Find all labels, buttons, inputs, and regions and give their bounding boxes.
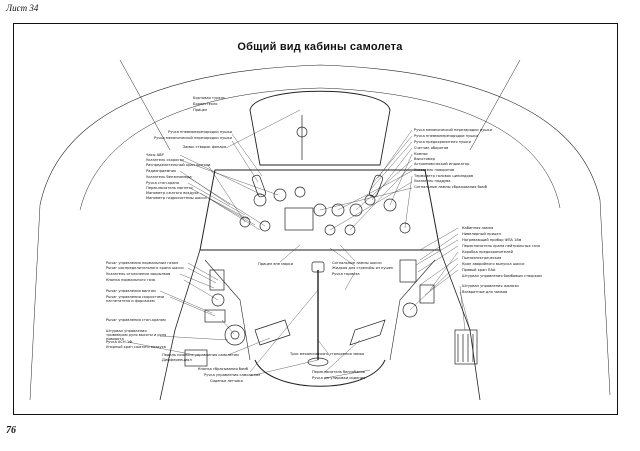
label-right-4: Компас bbox=[414, 152, 428, 156]
leader-lines bbox=[127, 109, 471, 379]
left-console bbox=[184, 269, 246, 367]
diagram-title: Общий вид кабины самолета bbox=[237, 41, 403, 53]
label-center-6: Ручка регулировки сидения bbox=[312, 376, 366, 380]
label-right-10: Сигнальные лампы сбрасывания бомб bbox=[414, 185, 487, 189]
label-top-2: Прицел bbox=[193, 108, 208, 112]
label-right-2: Ручка предохранителя пушки bbox=[414, 140, 471, 144]
label-left-17: Рычаг управления скоростями нагнетателя … bbox=[106, 295, 165, 303]
right-pedal bbox=[349, 319, 386, 346]
label-left-23: Дифференциал bbox=[162, 358, 192, 362]
label-left-19: Штурвал управления триммером руля высоты… bbox=[106, 329, 167, 341]
label-center-1: Сигнальные лампы шасси bbox=[332, 261, 382, 265]
page-number: 76 bbox=[6, 425, 16, 436]
label-center-2: Жидкая для стрельбы из пушек bbox=[332, 266, 394, 270]
label-right-7: Указатель поворотов bbox=[414, 168, 455, 172]
left-pedal bbox=[254, 319, 291, 346]
label-left-7: Указатель бензиномера bbox=[146, 175, 192, 179]
label-left-12: Рычаг управления нормальным газом bbox=[106, 261, 179, 265]
label-center-5: Переключатель бензобаков bbox=[312, 370, 365, 374]
label-right-5: Высотомер bbox=[414, 157, 435, 161]
windshield-outline bbox=[249, 90, 391, 166]
center-instrument-box bbox=[284, 207, 314, 231]
drawing-frame bbox=[13, 23, 618, 415]
label-left-1: Ручка механической перезарядки пушки bbox=[153, 136, 232, 140]
label-center-3: Ручка тормоза bbox=[332, 272, 360, 276]
label-top-0: Бортовая турель bbox=[193, 96, 225, 100]
label-right-8: Термометр головок цилиндров bbox=[414, 174, 474, 178]
label-left-26: Сиденье летчика bbox=[210, 379, 243, 383]
label-right-19: Штурвал управления бомбовым створкам bbox=[462, 274, 542, 278]
label-left-20: Ручка АСН-1Ф bbox=[106, 340, 133, 344]
label-left-21: Упорный кран сжатого воздуха bbox=[106, 345, 166, 349]
label-left-22: Педаль ножного управления самолетом bbox=[162, 353, 239, 357]
label-right-17: Кран аварийного выпуска шасси bbox=[462, 262, 525, 266]
label-right-15: Коробка предохранителей bbox=[462, 250, 513, 254]
label-right-0: Ручка механической перезарядки пушки bbox=[414, 128, 493, 132]
sheet-label: Лист 34 bbox=[6, 3, 39, 13]
label-left-4: Указатель скорости bbox=[146, 158, 184, 162]
label-right-16: Пьезоэлектрическая bbox=[462, 256, 502, 260]
label-left-18: Рычаг управления стоп-краном bbox=[106, 318, 166, 322]
label-left-8: Ручка стоп-крана bbox=[146, 181, 180, 185]
label-right-14: Переключатель крана нейтральных газа bbox=[462, 244, 540, 248]
label-right-9: Указатель наддува bbox=[414, 179, 451, 183]
seat-outline bbox=[254, 359, 386, 387]
label-left-5: Распределительный кран щитков bbox=[146, 163, 211, 167]
label-left-14: Указатель отклонения закрылков bbox=[106, 272, 171, 276]
label-top-1: Бронестекло bbox=[193, 102, 218, 106]
label-left-6: Радиоприемник bbox=[146, 169, 177, 173]
label-left-2: Замок створок фонаря bbox=[182, 145, 226, 149]
label-left-25: Ручка управления самолетом bbox=[204, 373, 261, 377]
label-right-6: Астрономический индикатор bbox=[414, 162, 470, 166]
label-left-11: Манометр гидросистемы шасси bbox=[146, 196, 207, 200]
label-right-12: Нивелирный прицел bbox=[462, 232, 501, 236]
label-right-20: Штурвал управления жалюзи bbox=[462, 284, 519, 288]
label-right-1: Ручка пневмоперезарядки пушки bbox=[414, 134, 478, 138]
label-left-10: Манометр сжатого воздуха bbox=[146, 191, 199, 195]
control-stick bbox=[307, 261, 329, 367]
label-left-24: Кнопка сбрасывания бомб bbox=[198, 367, 249, 371]
label-center-4: Трос механического стопорения замка bbox=[290, 352, 365, 356]
label-right-11: Кабинная лампа bbox=[462, 226, 494, 230]
label-right-21: Возвратные для замков bbox=[462, 290, 508, 294]
label-center-0: Прицел вне марки bbox=[258, 262, 293, 266]
label-left-13: Рычаг распределительного крана шасси bbox=[106, 266, 184, 270]
right-console bbox=[399, 259, 478, 365]
label-left-16: Рычаг управления винтом bbox=[106, 289, 156, 293]
label-left-9: Переключатель магнето bbox=[146, 186, 193, 190]
label-left-3: Часы АВР bbox=[146, 153, 164, 157]
label-left-15: Кнопка нормального газа bbox=[106, 278, 156, 282]
instrument-dials bbox=[239, 186, 411, 236]
label-right-3: Счетчик оборотов bbox=[414, 146, 449, 150]
label-right-13: Нагревающий прибор ФПА 18м bbox=[462, 238, 522, 242]
label-right-18: Правый кран ПАА bbox=[462, 268, 496, 272]
label-left-0: Ручка пневмоперезарядки пушки bbox=[168, 130, 232, 134]
